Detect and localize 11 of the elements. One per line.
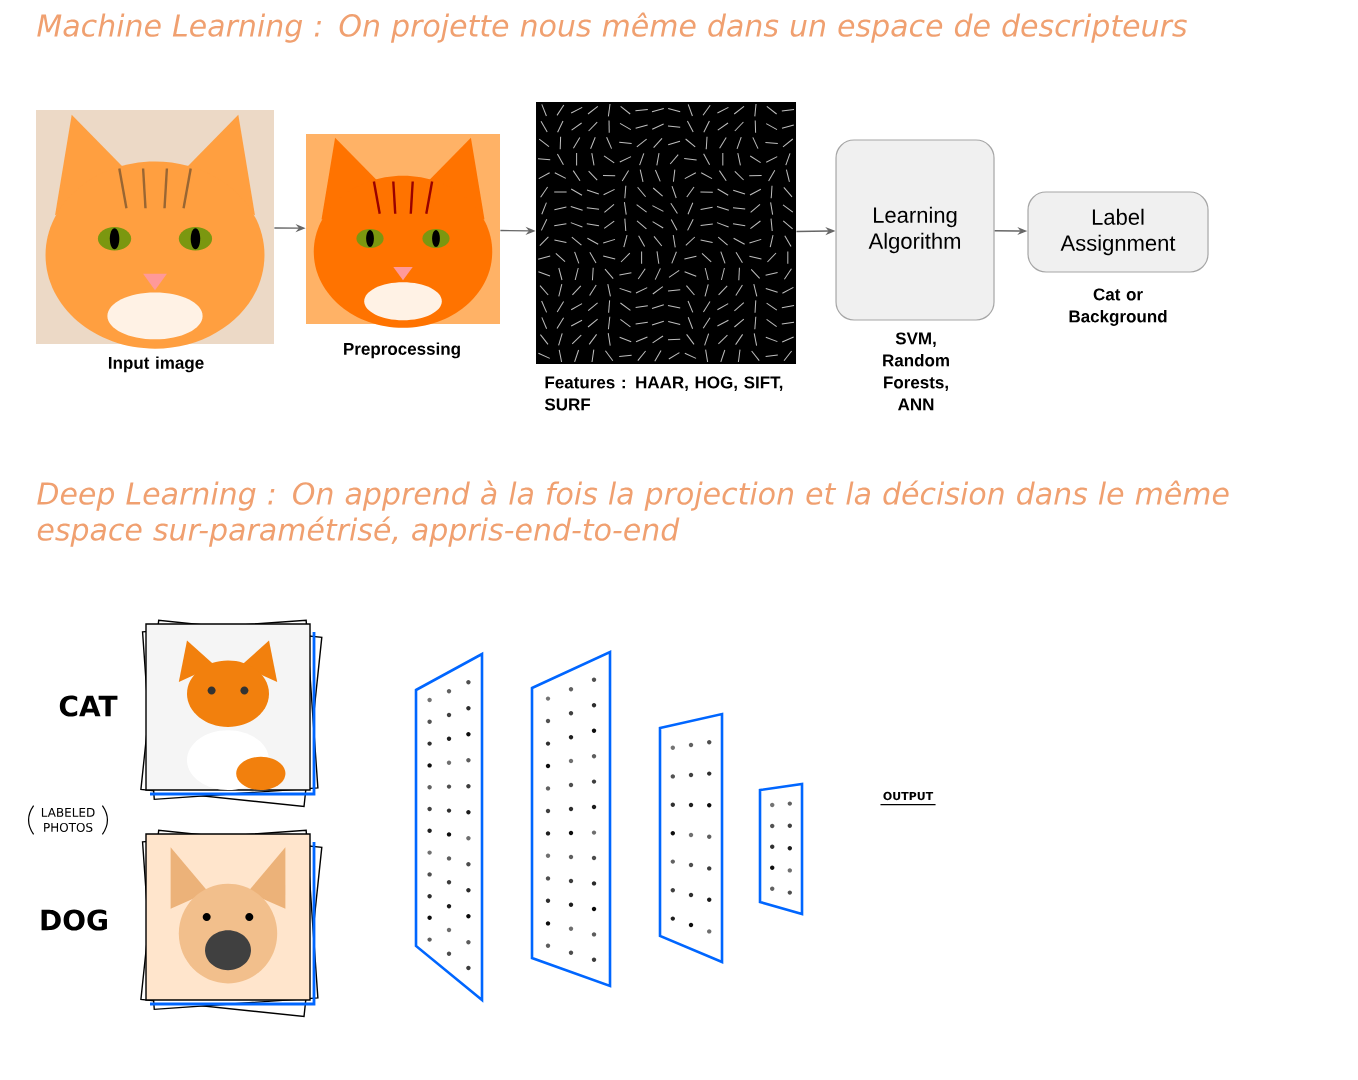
heading: Machine Learning : On projette nous même dans un espace de descripteurs [37,12,1187,43]
process-box: Label Assignment [1027,191,1209,273]
image-caption: SVM, Random Forests, ANN [883,332,949,411]
image-caption: Preprocessing [344,342,460,359]
class-label: CAT [59,695,118,717]
image-caption: Features : HAAR, HOG, SIFT, SURF [544,376,783,411]
process-box: Learning Algorithm [835,139,995,321]
class-label: DOG [41,909,107,931]
heading: Deep Learning : On apprend à la fois la projection et la décision dans le même espace sur-paramétrisé, appris-end-to-end [37,480,1229,547]
image-caption: Input image [108,356,204,373]
image-caption: Cat or Background [1069,288,1167,326]
